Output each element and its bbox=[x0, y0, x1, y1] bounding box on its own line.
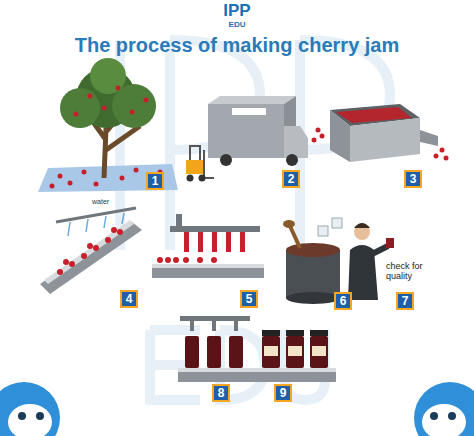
callout-number: 6 bbox=[334, 292, 352, 310]
mascot bbox=[0, 382, 474, 436]
step-note: check for quality bbox=[386, 262, 434, 282]
callout-number: 4 bbox=[120, 290, 138, 308]
logo-text: IPP bbox=[0, 2, 474, 21]
callout-number: 7 bbox=[396, 292, 414, 310]
callout-number-text: 5 bbox=[246, 293, 253, 305]
callout-number-text: 3 bbox=[410, 173, 417, 185]
watermark-shape bbox=[120, 40, 390, 400]
callout-number: 3 bbox=[404, 170, 422, 188]
callout-number-text: 2 bbox=[288, 173, 295, 185]
callout-number: 1 bbox=[146, 172, 164, 190]
truck-illustration bbox=[186, 96, 308, 182]
logo-subtext: EDU bbox=[0, 21, 474, 30]
bottling-line bbox=[178, 316, 336, 382]
tree-illustration bbox=[38, 58, 178, 192]
callout-number: 9 bbox=[274, 384, 292, 402]
callout-number-text: 7 bbox=[402, 295, 409, 307]
filling-conveyor bbox=[152, 214, 264, 278]
callout-number: 5 bbox=[240, 290, 258, 308]
callout-number: 8 bbox=[212, 384, 230, 402]
callout-number-text: 1 bbox=[152, 175, 159, 187]
callout-number-text: 4 bbox=[126, 293, 133, 305]
destemming-machine bbox=[312, 104, 449, 162]
diagram-title: The process of making cherry jam bbox=[0, 34, 474, 57]
callout-number-text: 8 bbox=[218, 387, 225, 399]
callout-number-text: 6 bbox=[340, 295, 347, 307]
washing-conveyor bbox=[40, 208, 142, 294]
callout-number: 2 bbox=[282, 170, 300, 188]
callout-number-text: 9 bbox=[280, 387, 287, 399]
step-note: water bbox=[92, 198, 132, 206]
